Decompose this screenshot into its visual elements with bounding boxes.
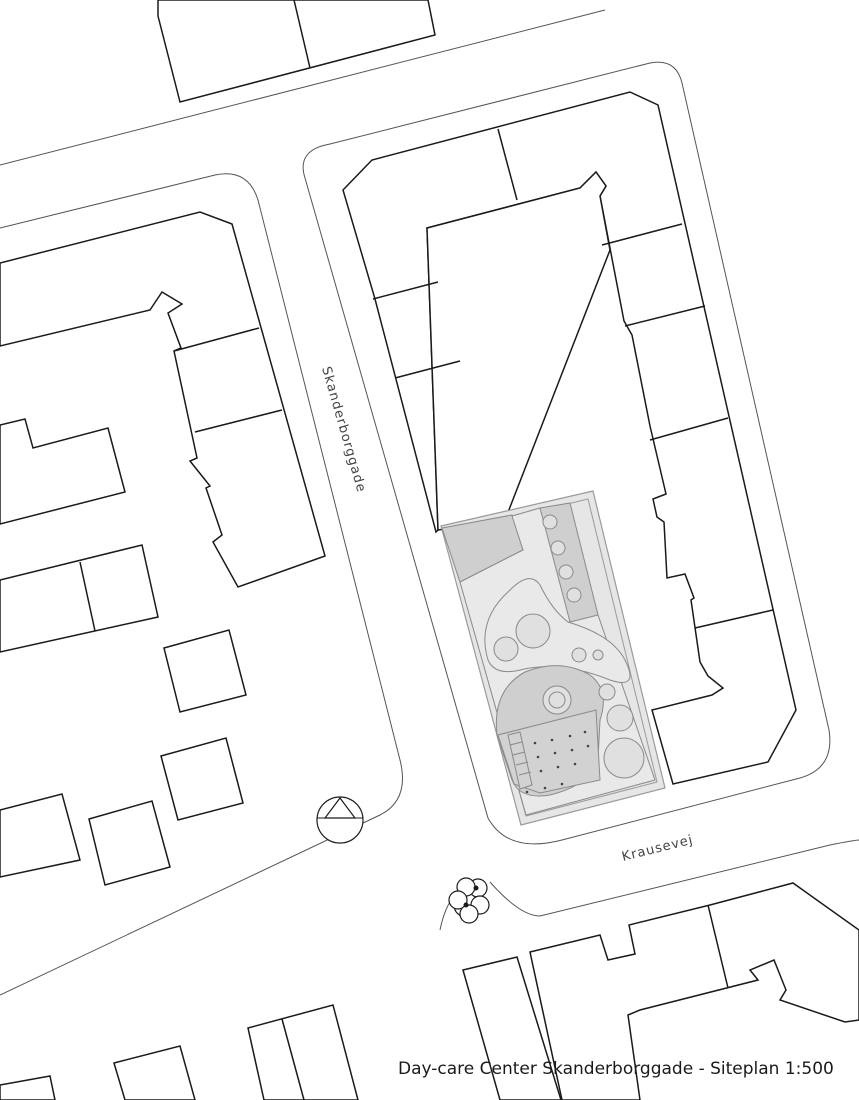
top-buildings (157, 0, 436, 103)
path-strip (539, 502, 599, 623)
daycare-site (440, 490, 666, 826)
building-left-b (0, 544, 159, 653)
building-bottom-c (0, 1075, 56, 1100)
left-block (0, 211, 326, 886)
building-left-d (160, 737, 244, 821)
building-bottom-a (247, 1004, 359, 1100)
building-left-f (88, 800, 171, 886)
building-right-main (426, 170, 611, 531)
building-left-c (163, 629, 247, 713)
street-label-skanderborggade: Skanderborggade (318, 365, 368, 494)
stairs (507, 731, 533, 790)
building-bottom-b (113, 1045, 196, 1100)
planting-dots (525, 730, 590, 794)
north-arrow-icon (316, 796, 364, 844)
street-label-krausevej: Krausevej (620, 833, 695, 865)
building-bottom-right (529, 882, 859, 1100)
building-left-e (0, 793, 81, 878)
plan-caption: Day-care Center Skanderborggade - Sitepl… (398, 1059, 834, 1079)
building-top (157, 0, 436, 103)
bottom-buildings (0, 882, 859, 1100)
building-bottom-strip (462, 956, 562, 1100)
building-left-main (0, 211, 326, 588)
building-left-a (0, 418, 126, 525)
tree-icon (448, 877, 490, 924)
road-curbs (0, 9, 859, 996)
